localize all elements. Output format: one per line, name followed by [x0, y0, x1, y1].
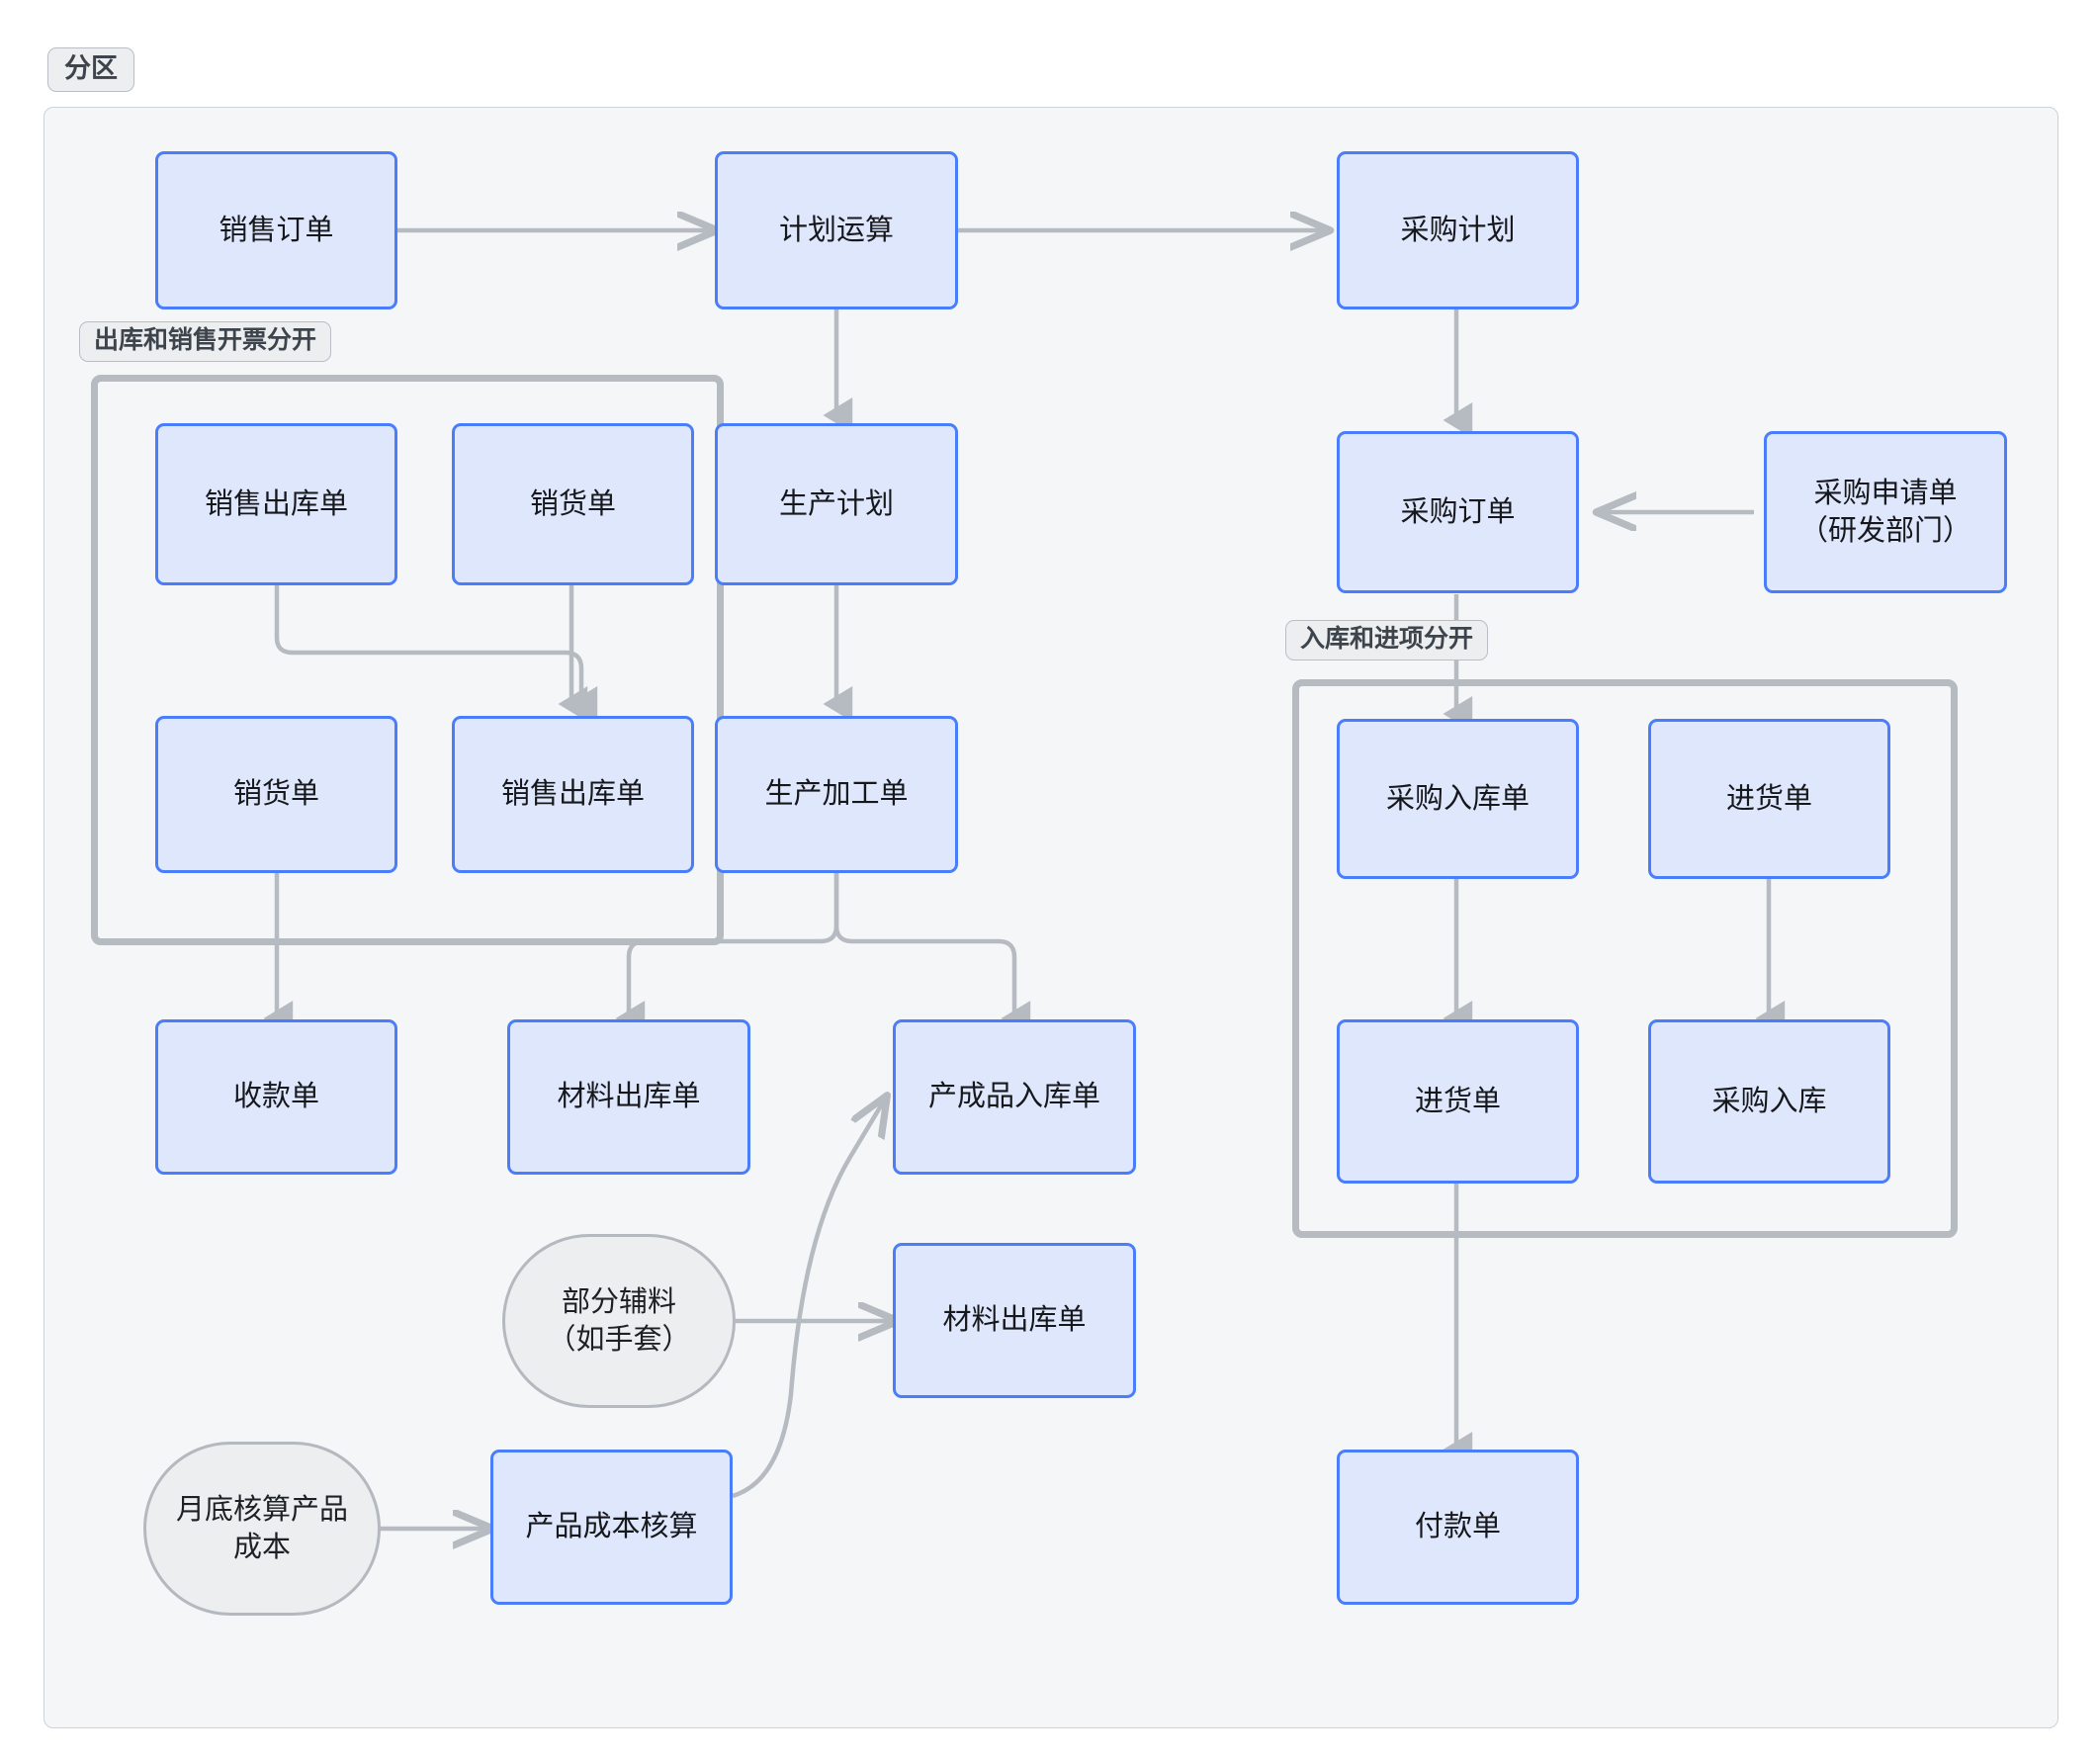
partition-label: 分区	[47, 47, 134, 92]
node-purchase-in-1[interactable]: 采购入库单	[1337, 719, 1579, 879]
node-purchase-plan[interactable]: 采购计划	[1337, 151, 1579, 309]
node-goods-in-1[interactable]: 进货单	[1648, 719, 1890, 879]
node-sales-out-2[interactable]: 销售出库单	[452, 716, 694, 873]
node-payment[interactable]: 付款单	[1337, 1450, 1579, 1605]
node-aux-material[interactable]: 部分辅料 （如手套）	[502, 1234, 736, 1408]
group-label-purchase-split: 入库和进项分开	[1285, 620, 1489, 660]
node-finished-in[interactable]: 产成品入库单	[893, 1019, 1136, 1175]
node-month-end-cost[interactable]: 月底核算产品 成本	[143, 1442, 381, 1616]
node-plan-calc[interactable]: 计划运算	[715, 151, 958, 309]
node-purchase-order[interactable]: 采购订单	[1337, 431, 1579, 593]
node-receipt[interactable]: 收款单	[155, 1019, 397, 1175]
node-sales-order[interactable]: 销售订单	[155, 151, 397, 309]
node-purchase-req[interactable]: 采购申请单 （研发部门）	[1764, 431, 2007, 593]
node-sales-invoice-1[interactable]: 销货单	[452, 423, 694, 585]
node-sales-invoice-2[interactable]: 销货单	[155, 716, 397, 873]
group-frame-purchase-split	[1292, 679, 1958, 1238]
group-label-sales-split: 出库和销售开票分开	[79, 321, 332, 362]
node-material-out-2[interactable]: 材料出库单	[893, 1243, 1136, 1398]
node-prod-work-order[interactable]: 生产加工单	[715, 716, 958, 873]
node-sales-out-1[interactable]: 销售出库单	[155, 423, 397, 585]
node-material-out-1[interactable]: 材料出库单	[507, 1019, 750, 1175]
node-purchase-in-2[interactable]: 采购入库	[1648, 1019, 1890, 1184]
node-goods-in-2[interactable]: 进货单	[1337, 1019, 1579, 1184]
group-frame-sales-split	[91, 375, 724, 945]
node-product-costing[interactable]: 产品成本核算	[490, 1450, 733, 1605]
node-prod-plan[interactable]: 生产计划	[715, 423, 958, 585]
